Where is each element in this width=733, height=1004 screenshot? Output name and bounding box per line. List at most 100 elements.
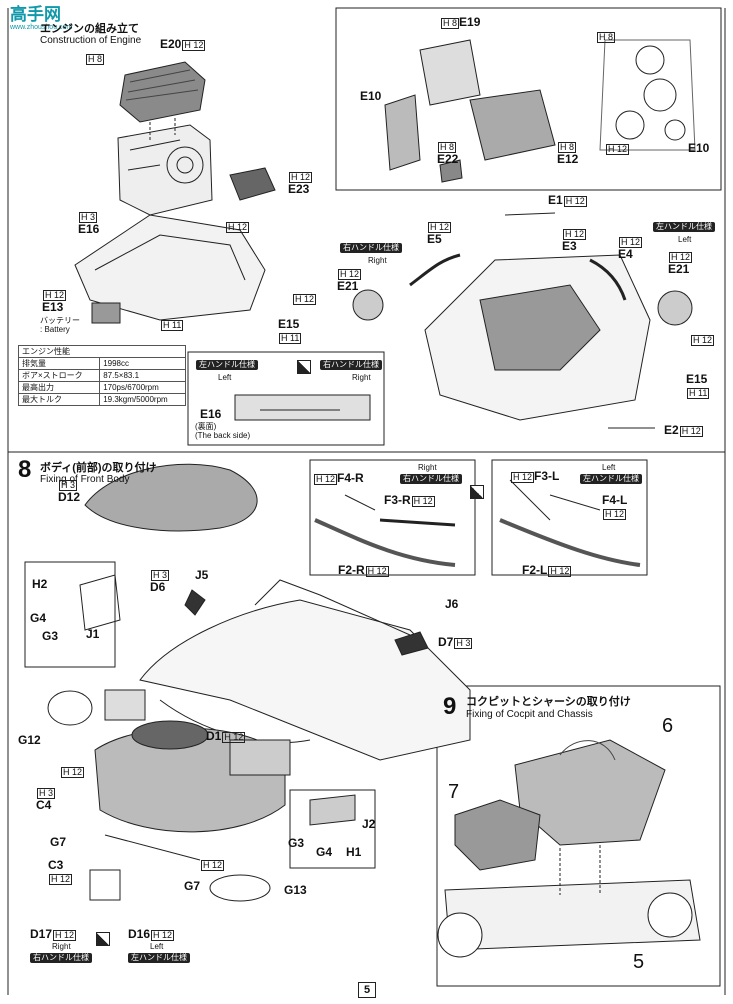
part-e10-belt: E10 [688,141,710,155]
left-hand-en: Left [678,235,692,244]
spec-value: 1998cc [99,357,186,370]
arrow-symbol-icon [297,360,311,374]
hcode-h12-e15: H 12 [293,294,317,305]
left-hand-tag-inset: 左ハンドル仕様 [196,360,258,370]
spec-value: 170ps/6700rpm [99,381,186,394]
step8-title-en: Fixing of Front Body [40,474,130,485]
right-hand-tag-inset: 右ハンドル仕様 [320,360,382,370]
part-g4-lamp: G4 [316,845,333,859]
right-hand-tag-step8: 右ハンドル仕様 [400,474,462,484]
watermark-logo-text: 高手网 [10,5,61,24]
part-j5: J5 [195,568,209,582]
hcode-h12-belt: H 12 [606,144,630,155]
part-g3: G3 [42,629,59,643]
left-hand-en-d16: Left [150,942,164,951]
right-hand-tag-d17: 右ハンドル仕様 [30,953,92,963]
part-h2: H2 [32,577,48,591]
spec-header: エンジン性能 [18,345,186,358]
watermark-logo: 高手网 www.zhoushou.com [10,6,84,34]
watermark-url: www.zhoushou.com [10,24,73,31]
step7-title-jp: エンジンの組み立て [40,23,139,35]
part-g12: G12 [18,733,41,747]
hcode-h12-e15-left: H 12 [691,335,715,346]
spec-label: 最高出力 [17,381,101,394]
arrow-symbol-icon [470,485,484,499]
part-j2: J2 [362,817,376,831]
part-g3-lamp: G3 [288,836,305,850]
left-hand-tag: 左ハンドル仕様 [653,222,715,232]
spec-value: 87.5×83.1 [99,369,186,382]
left-hand-en-step8: Left [602,463,616,472]
step7-title-en: Construction of Engine [40,35,142,46]
right-hand-en-inset: Right [352,373,371,382]
part-g7-right: G7 [184,879,201,893]
step8-number: 8 [18,456,32,483]
spec-label: 最大トルク [17,393,101,406]
hcode-h12-bumper: H 12 [61,767,85,778]
right-hand-en-d17: Right [52,942,71,951]
spec-label: ボア×ストローク [17,369,101,382]
spec-label: 排気量 [17,357,101,370]
part-g4: G4 [30,611,47,625]
callout-5: 5 [633,951,645,973]
hcode-h11-tray: H 11 [161,320,184,331]
spec-value: 19.3kgm/5000rpm [99,393,186,406]
part-j6: J6 [445,597,459,611]
right-hand-tag: 右ハンドル仕様 [340,243,402,253]
hcode-h8-cap: H 8 [86,54,105,65]
arrow-symbol-icon [96,932,110,946]
step9-number: 9 [443,693,457,720]
right-hand-en-step8: Right [418,463,437,472]
step8-title-jp: ボディ(前部)の取り付け [40,462,157,474]
callout-6: 6 [662,715,674,737]
part-e16-backside: E16 [200,407,222,421]
battery-label: バッテリー: Battery [40,316,80,334]
part-j1: J1 [86,627,100,641]
part-e10: E10 [360,89,382,103]
part-h1: H1 [346,845,362,859]
part-g7-left: G7 [50,835,67,849]
left-hand-tag-step8: 左ハンドル仕様 [580,474,642,484]
hcode-h8-belt: H 8 [597,32,616,43]
left-hand-tag-d16: 左ハンドル仕様 [128,953,190,963]
step9-title-jp: コクピットとシャーシの取り付け [466,696,631,708]
hcode-h12-tray: H 12 [226,222,250,233]
step9-title-en: Fixing of Cocpit and Chassis [466,709,593,720]
back-side-label: (裏面)(The back side) [195,422,251,440]
page-number: 5 [358,982,376,998]
part-g13: G13 [284,883,307,897]
left-hand-en-inset: Left [218,373,232,382]
